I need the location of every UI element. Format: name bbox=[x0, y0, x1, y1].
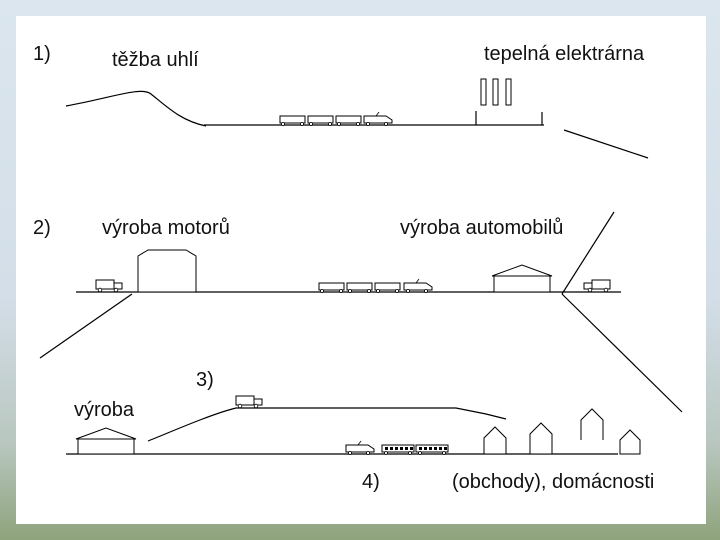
power-plant-label: tepelná elektrárna bbox=[484, 43, 645, 65]
section-4-number: 4) bbox=[362, 471, 380, 493]
truck-right-icon bbox=[583, 279, 611, 293]
parts-train-icon bbox=[318, 278, 433, 293]
car-factory-icon bbox=[491, 264, 553, 293]
car-production-label: výroba automobilů bbox=[400, 217, 564, 239]
engine-production-label: výroba motorů bbox=[102, 217, 230, 239]
section-1-number: 1) bbox=[33, 43, 51, 65]
slope-right-upper-2 bbox=[561, 211, 615, 295]
house-icon-1 bbox=[483, 426, 507, 455]
slope-left-2 bbox=[39, 293, 133, 359]
power-plant-chimneys-icon bbox=[475, 78, 512, 125]
production-factory-icon bbox=[75, 427, 137, 455]
shops-households-label: (obchody), domácnosti bbox=[452, 471, 655, 493]
coal-train-icon bbox=[279, 111, 393, 127]
coal-mining-label: těžba uhlí bbox=[112, 49, 199, 71]
truck-left-icon bbox=[95, 279, 123, 293]
engine-factory-icon bbox=[137, 249, 197, 293]
elevated-road-3 bbox=[147, 407, 507, 442]
production-label: výroba bbox=[74, 399, 135, 421]
slope-right-2 bbox=[561, 293, 683, 413]
house-icon-3 bbox=[580, 408, 604, 440]
section-3-number: 3) bbox=[196, 369, 214, 391]
transport-diagram bbox=[39, 78, 683, 455]
mining-hill-terrain bbox=[65, 90, 207, 127]
delivery-truck-icon bbox=[235, 395, 263, 409]
house-icon-4 bbox=[619, 429, 641, 455]
slope-line-1 bbox=[563, 129, 649, 159]
house-icon-2 bbox=[529, 422, 553, 455]
passenger-train-icon bbox=[345, 440, 449, 455]
slide: 1) těžba uhlí tepelná elektrárna 2) výro… bbox=[16, 16, 706, 524]
section-2-number: 2) bbox=[33, 217, 51, 239]
